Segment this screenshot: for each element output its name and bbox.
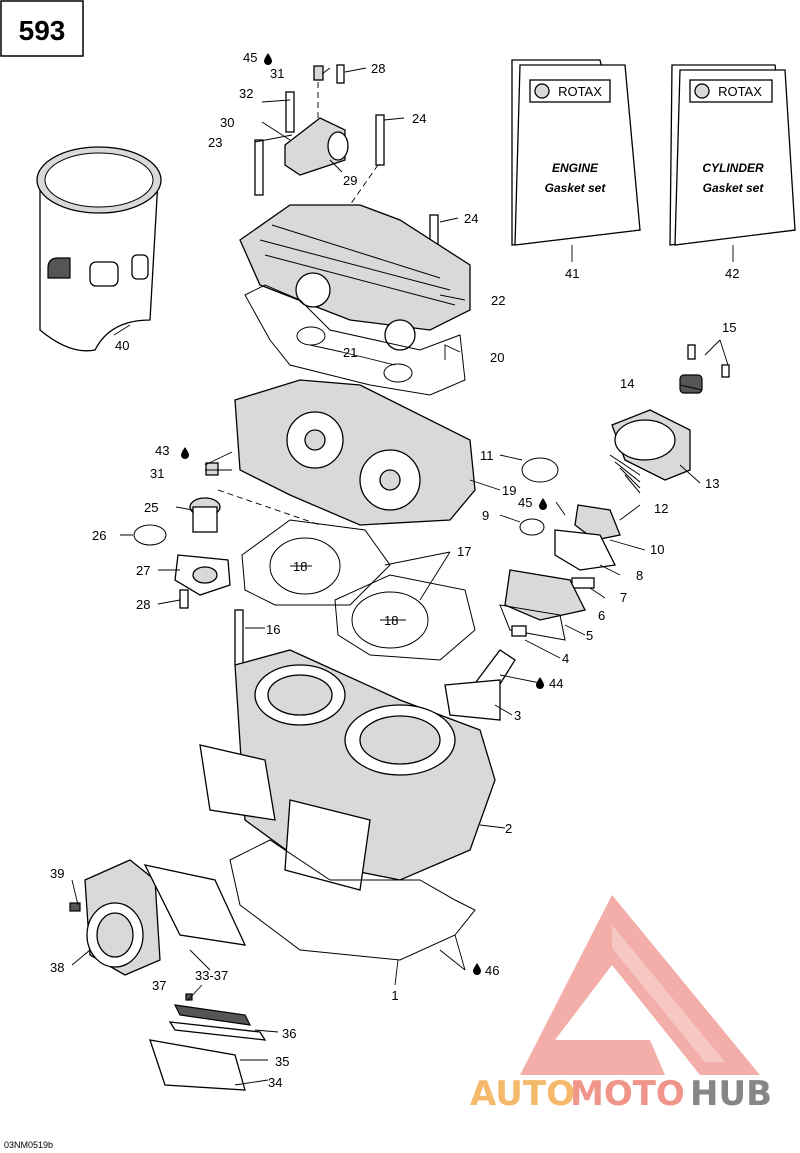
callout-45: 45 [518, 495, 532, 510]
callout-41: 41 [565, 266, 579, 281]
page-number-box: 593 [0, 0, 84, 57]
callout-30: 30 [220, 115, 234, 130]
callout-40: 40 [115, 338, 129, 353]
callout-25: 25 [144, 500, 158, 515]
oil-drop-icons [181, 53, 547, 975]
callout-39: 39 [50, 866, 64, 881]
callout-31: 31 [150, 466, 164, 481]
callout-18: 18 [384, 613, 398, 628]
document-brand: ROTAX [718, 84, 762, 99]
cylinder-gasket-set-document: ROTAX CYLINDER Gasket set [669, 64, 796, 246]
callout-22: 22 [491, 293, 505, 308]
cylinder-head [205, 379, 476, 526]
page-number: 593 [19, 15, 66, 46]
engine-gasket-set-document: ROTAX ENGINE Gasket set [511, 59, 641, 246]
callout-2: 2 [505, 821, 512, 836]
callout-23: 23 [208, 135, 222, 150]
oil-drop-icon [264, 53, 272, 65]
callout-32: 32 [239, 86, 253, 101]
intake-group [69, 859, 267, 1091]
callout-16: 16 [266, 622, 280, 637]
document-title: ENGINE [552, 161, 599, 175]
automotohub-watermark: AUTO MOTO HUB [470, 895, 772, 1114]
callout-31: 31 [270, 66, 284, 81]
document-title: CYLINDER [702, 161, 764, 175]
callout-26: 26 [92, 528, 106, 543]
callout-46: 46 [485, 963, 499, 978]
callout-28: 28 [371, 61, 385, 76]
callout-21: 21 [343, 345, 357, 360]
water-outlet-fitting [254, 64, 439, 261]
oil-drop-icon [473, 963, 481, 975]
cylinder-block [199, 649, 496, 891]
callout-42: 42 [725, 266, 739, 281]
callout-labels: 1 2 3 4 5 6 7 8 9 10 11 12 13 14 15 16 1… [50, 50, 739, 1090]
callout-44: 44 [549, 676, 563, 691]
base-gasket [229, 839, 476, 961]
drawing-code: 03NM0519b [4, 1140, 53, 1150]
callout-43: 43 [155, 443, 169, 458]
callout-29: 29 [343, 173, 357, 188]
oil-drop-icon [181, 447, 189, 459]
callout-34: 34 [268, 1075, 282, 1090]
cylinder-sleeve [36, 146, 162, 352]
callout-11: 11 [480, 448, 494, 463]
callout-5: 5 [586, 628, 593, 643]
callout-24: 24 [412, 111, 426, 126]
callout-38: 38 [50, 960, 64, 975]
callout-17: 17 [457, 544, 471, 559]
thermostat-group [133, 497, 231, 609]
callout-6: 6 [598, 608, 605, 623]
callout-35: 35 [275, 1054, 289, 1069]
oil-drop-icon [539, 498, 547, 510]
cylinder-head-cover [239, 204, 471, 396]
callout-10: 10 [650, 542, 664, 557]
callout-24: 24 [464, 211, 478, 226]
callout-7: 7 [620, 590, 627, 605]
callout-20: 20 [490, 350, 504, 365]
document-subtitle: Gasket set [545, 181, 607, 195]
callout-28: 28 [136, 597, 150, 612]
callout-8: 8 [636, 568, 643, 583]
oil-drop-icon [536, 677, 544, 689]
callout-4: 4 [562, 651, 569, 666]
callout-9: 9 [482, 508, 489, 523]
document-subtitle: Gasket set [703, 181, 765, 195]
callout-12: 12 [654, 501, 668, 516]
alignment-line [217, 82, 379, 526]
rotary-valve-group [444, 344, 730, 721]
callout-15: 15 [722, 320, 736, 335]
callout-33-37: 33-37 [195, 968, 228, 983]
cylinder-bolt [234, 609, 244, 666]
callout-37: 37 [152, 978, 166, 993]
watermark-moto: MOTO [570, 1074, 685, 1114]
watermark-auto: AUTO [470, 1074, 575, 1114]
head-gaskets [241, 519, 476, 661]
callout-14: 14 [620, 376, 634, 391]
callout-1: 1 [391, 988, 398, 1003]
callout-27: 27 [136, 563, 150, 578]
callout-18: 18 [293, 559, 307, 574]
document-brand: ROTAX [558, 84, 602, 99]
leader-lines [71, 67, 734, 1086]
callout-3: 3 [514, 708, 521, 723]
watermark-hub: HUB [690, 1074, 772, 1114]
callout-45: 45 [243, 50, 257, 65]
callout-13: 13 [705, 476, 719, 491]
callout-19: 19 [502, 483, 516, 498]
callout-36: 36 [282, 1026, 296, 1041]
